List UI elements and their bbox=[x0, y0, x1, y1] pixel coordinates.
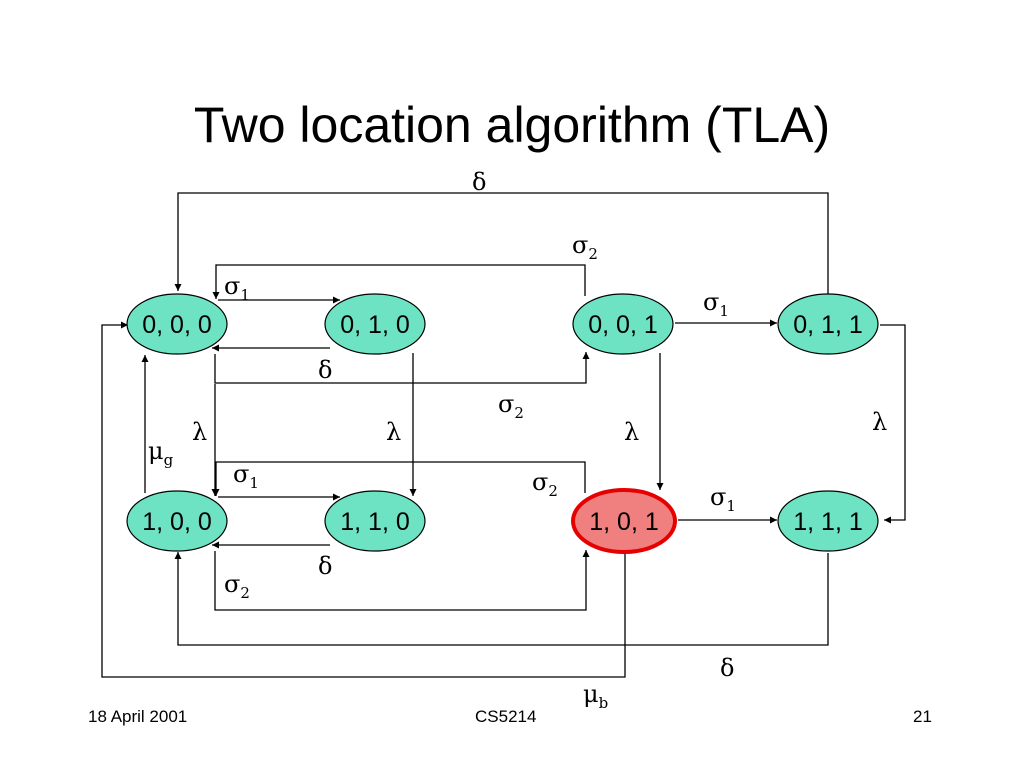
footer-page-number: 21 bbox=[913, 707, 932, 726]
label-delta-110-100: δ bbox=[318, 552, 332, 580]
state-101-highlighted: 1, 0, 1 bbox=[571, 488, 677, 554]
symbol: μ bbox=[148, 437, 164, 465]
state-label: 1, 0, 0 bbox=[142, 508, 212, 536]
state-100: 1, 0, 0 bbox=[126, 490, 228, 552]
label-delta-bottom: δ bbox=[720, 654, 734, 682]
label-delta-top: δ bbox=[472, 168, 486, 196]
edge-sigma2-001-to-000 bbox=[212, 264, 586, 299]
edge-delta-111-to-100 bbox=[174, 552, 829, 646]
label-sigma2-101-100: σ2 bbox=[532, 468, 558, 500]
label-lambda-010-110: λ bbox=[386, 418, 401, 446]
state-label: 0, 1, 0 bbox=[340, 311, 410, 339]
state-node bbox=[324, 293, 426, 355]
label-sigma1-101-111: σ1 bbox=[710, 483, 736, 515]
symbol: σ bbox=[703, 288, 719, 316]
label-sigma2-top: σ2 bbox=[572, 231, 598, 263]
subscript: b bbox=[599, 694, 609, 712]
state-node bbox=[572, 293, 674, 355]
symbol: σ bbox=[572, 231, 588, 259]
edge-sigma2-000-to-001 bbox=[214, 352, 590, 384]
subscript: 2 bbox=[548, 482, 558, 500]
state-010: 0, 1, 0 bbox=[324, 293, 426, 355]
state-node bbox=[324, 490, 426, 552]
label-sigma2-100-101: σ2 bbox=[224, 570, 250, 602]
symbol: σ bbox=[710, 483, 726, 511]
state-label: 1, 0, 1 bbox=[589, 508, 659, 536]
subscript: 2 bbox=[588, 245, 598, 263]
state-node bbox=[777, 293, 879, 355]
slide-title: Two location algorithm (TLA) bbox=[193, 97, 831, 153]
subscript: 2 bbox=[514, 404, 524, 422]
edge-sigma2-101-to-100 bbox=[212, 461, 586, 496]
label-sigma1-000-010: σ1 bbox=[224, 272, 250, 304]
state-000: 0, 0, 0 bbox=[126, 293, 228, 355]
footer-date: 18 April 2001 bbox=[88, 707, 188, 726]
state-label: 0, 1, 1 bbox=[793, 311, 863, 339]
state-110: 1, 1, 0 bbox=[324, 490, 426, 552]
state-011: 0, 1, 1 bbox=[777, 293, 879, 355]
state-111: 1, 1, 1 bbox=[777, 490, 879, 552]
label-mu-g: μg bbox=[148, 437, 174, 469]
label-lambda-001-101: λ bbox=[624, 418, 639, 446]
symbol: σ bbox=[224, 570, 240, 598]
symbol: σ bbox=[224, 272, 240, 300]
subscript: 2 bbox=[240, 584, 250, 602]
label-delta-010-000: δ bbox=[318, 356, 332, 384]
edge-mu-b-101-to-000 bbox=[101, 321, 626, 678]
edge-delta-011-to-000 bbox=[174, 192, 829, 298]
subscript: 1 bbox=[726, 497, 736, 515]
state-label: 1, 1, 1 bbox=[793, 508, 863, 536]
state-001: 0, 0, 1 bbox=[572, 293, 674, 355]
subscript: g bbox=[164, 451, 174, 469]
state-label: 0, 0, 1 bbox=[588, 311, 658, 339]
state-node bbox=[126, 490, 228, 552]
edge-sigma2-100-to-101 bbox=[214, 550, 590, 611]
state-node-highlighted bbox=[571, 488, 677, 554]
label-sigma2-000-001: σ2 bbox=[498, 390, 524, 422]
symbol: σ bbox=[498, 390, 514, 418]
state-label: 0, 0, 0 bbox=[142, 311, 212, 339]
symbol: σ bbox=[233, 460, 249, 488]
state-label: 1, 1, 0 bbox=[340, 508, 410, 536]
footer-course: CS5214 bbox=[475, 707, 537, 726]
label-sigma1-100-110: σ1 bbox=[233, 460, 259, 492]
subscript: 1 bbox=[249, 474, 259, 492]
subscript: 1 bbox=[240, 286, 250, 304]
edge-lambda-011-to-111 bbox=[880, 324, 906, 524]
subscript: 1 bbox=[719, 302, 729, 320]
state-node bbox=[126, 293, 228, 355]
label-lambda-000-100: λ bbox=[192, 418, 207, 446]
label-lambda-011-111: λ bbox=[872, 408, 887, 436]
symbol: σ bbox=[532, 468, 548, 496]
label-mu-b: μb bbox=[583, 680, 608, 712]
symbol: μ bbox=[583, 680, 599, 708]
label-sigma1-001-011: σ1 bbox=[703, 288, 729, 320]
state-node bbox=[777, 490, 879, 552]
